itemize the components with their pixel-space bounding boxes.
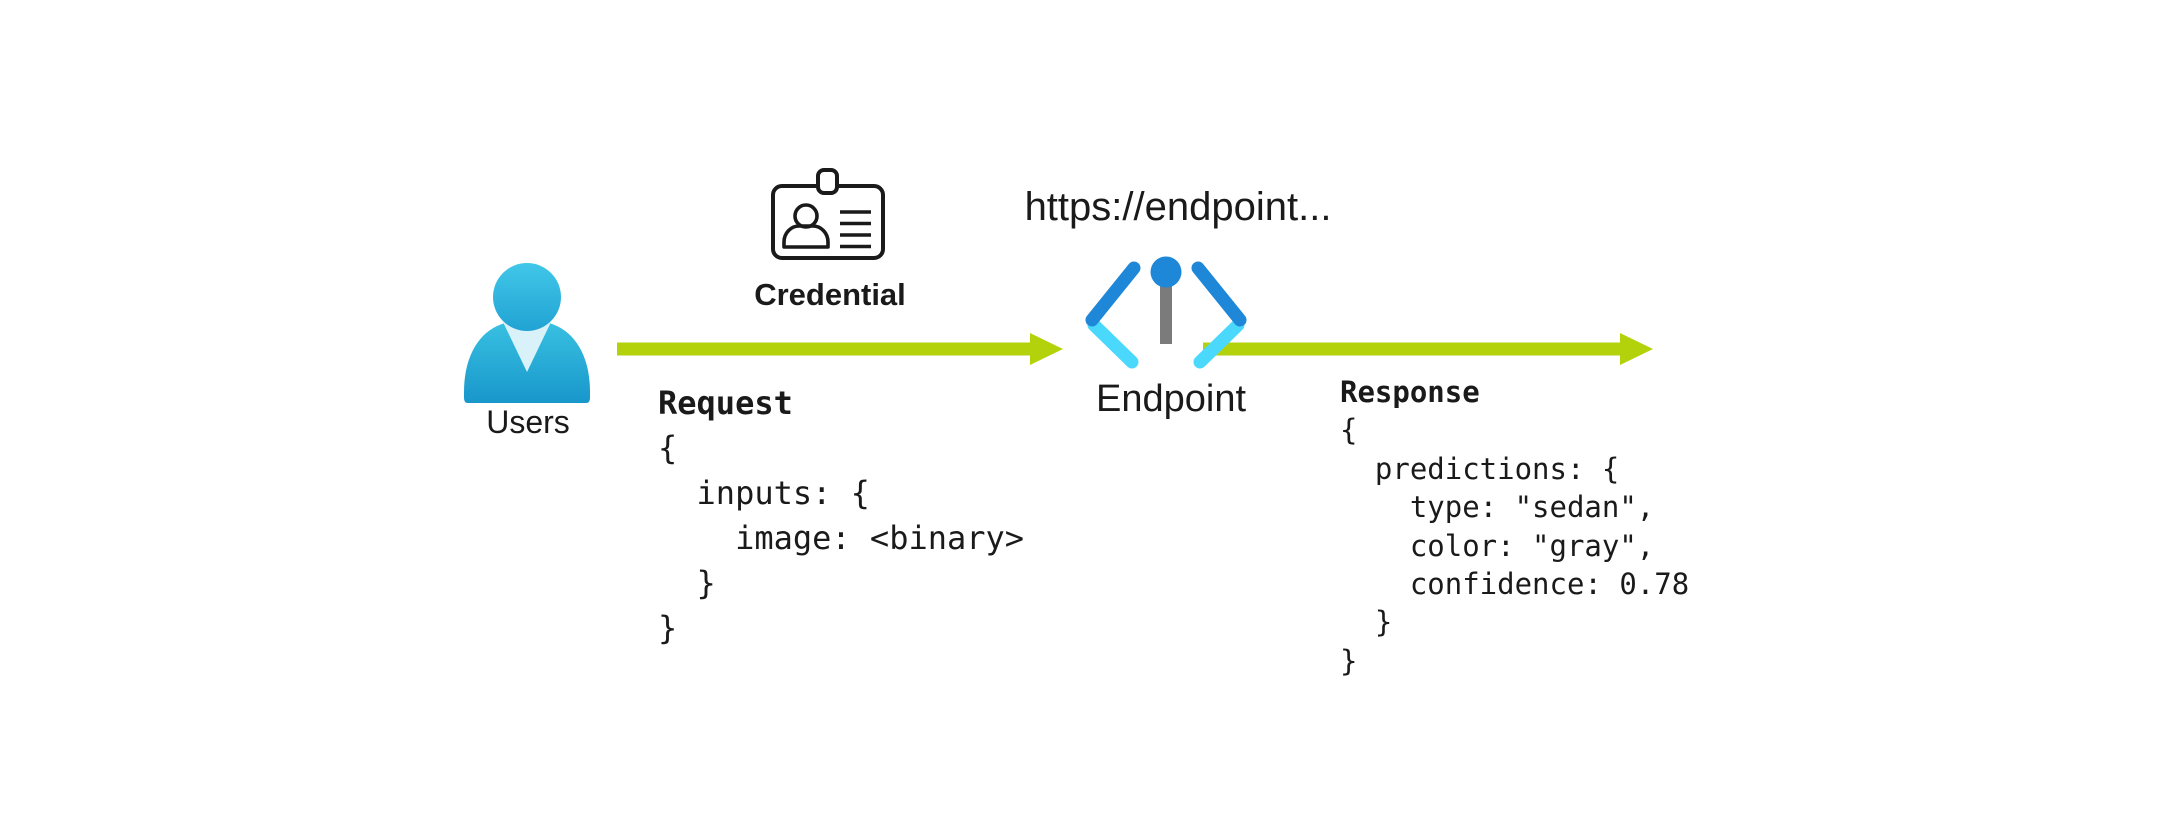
response-code: { predictions: { type: "sedan", color: "… <box>1340 413 1690 678</box>
users-label: Users <box>486 404 570 440</box>
endpoint-url: https://endpoint... <box>1024 185 1332 229</box>
endpoint-bracket-right-lower <box>1193 318 1245 369</box>
response-label: Response <box>1340 375 1480 409</box>
endpoint-bracket-right-upper <box>1191 261 1247 327</box>
endpoint-label: Endpoint <box>1095 378 1247 420</box>
users-icon <box>464 263 590 403</box>
id-card-clip <box>816 168 839 195</box>
endpoint-bracket-left-lower <box>1087 318 1139 369</box>
response-arrow <box>1203 333 1653 365</box>
endpoint-icon <box>1085 256 1247 369</box>
endpoint-pin-stem <box>1160 284 1172 344</box>
response-block: Response { predictions: { type: "sedan",… <box>1340 373 1689 680</box>
credential-label: Credential <box>754 277 906 312</box>
request-code: { inputs: { image: <binary> } } <box>658 429 1025 647</box>
request-label: Request <box>658 384 793 422</box>
endpoint-bracket-left-upper <box>1085 261 1141 327</box>
id-card-text-lines <box>840 210 871 249</box>
credential-icon <box>771 168 885 260</box>
user-head-shape <box>493 263 561 331</box>
user-collar-shape <box>503 322 551 372</box>
request-arrow <box>617 333 1063 365</box>
request-block: Request { inputs: { image: <binary> } } <box>658 381 1024 651</box>
id-card-person-shoulders <box>782 224 830 249</box>
endpoint-pin-head <box>1150 256 1182 288</box>
flow-arrows <box>617 333 1653 365</box>
